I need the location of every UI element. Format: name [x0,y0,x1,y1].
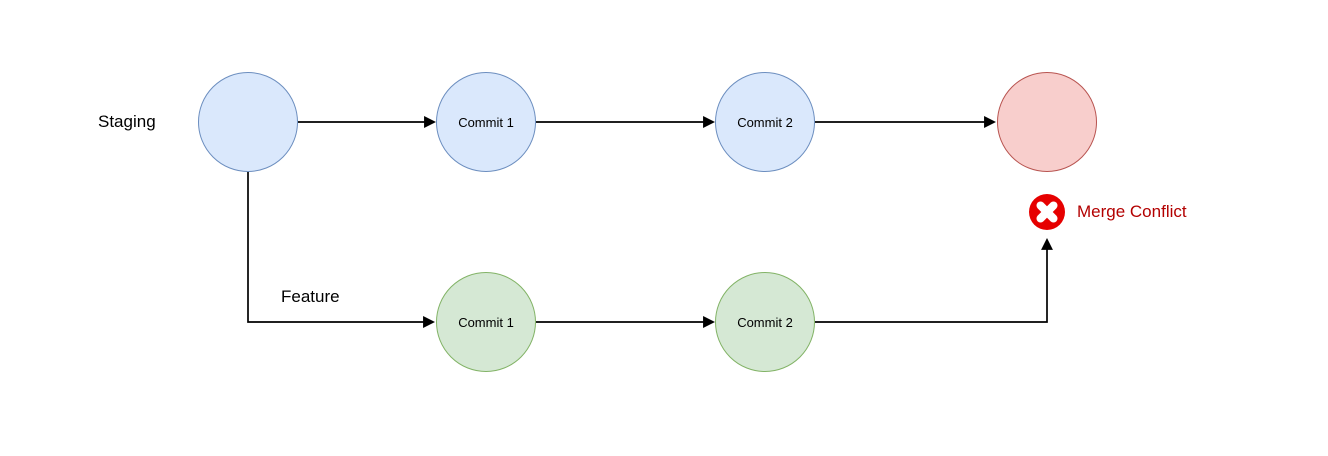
merge-conflict-label: Merge Conflict [1077,202,1187,221]
node-feature-commit-1: Commit 1 [436,272,536,372]
error-x-icon [1029,194,1065,230]
node-label: Commit 1 [458,314,514,330]
edge-feature-commit2-to-conflict [815,238,1053,323]
branch-label-feature: Feature [281,287,340,306]
node-staging-commit-1: Commit 1 [436,72,536,172]
node-staging-commit-2: Commit 2 [715,72,815,172]
node-feature-commit-2: Commit 2 [715,272,815,372]
node-staging-start [198,72,298,172]
node-merge-result [997,72,1097,172]
node-label: Commit 2 [737,314,793,330]
node-label: Commit 2 [737,114,793,130]
node-label: Commit 1 [458,114,514,130]
merge-conflict-annotation: Merge Conflict [1029,194,1187,230]
edge-staging-start-to-feature-commit1 [247,172,435,328]
branch-label-staging: Staging [98,112,156,131]
